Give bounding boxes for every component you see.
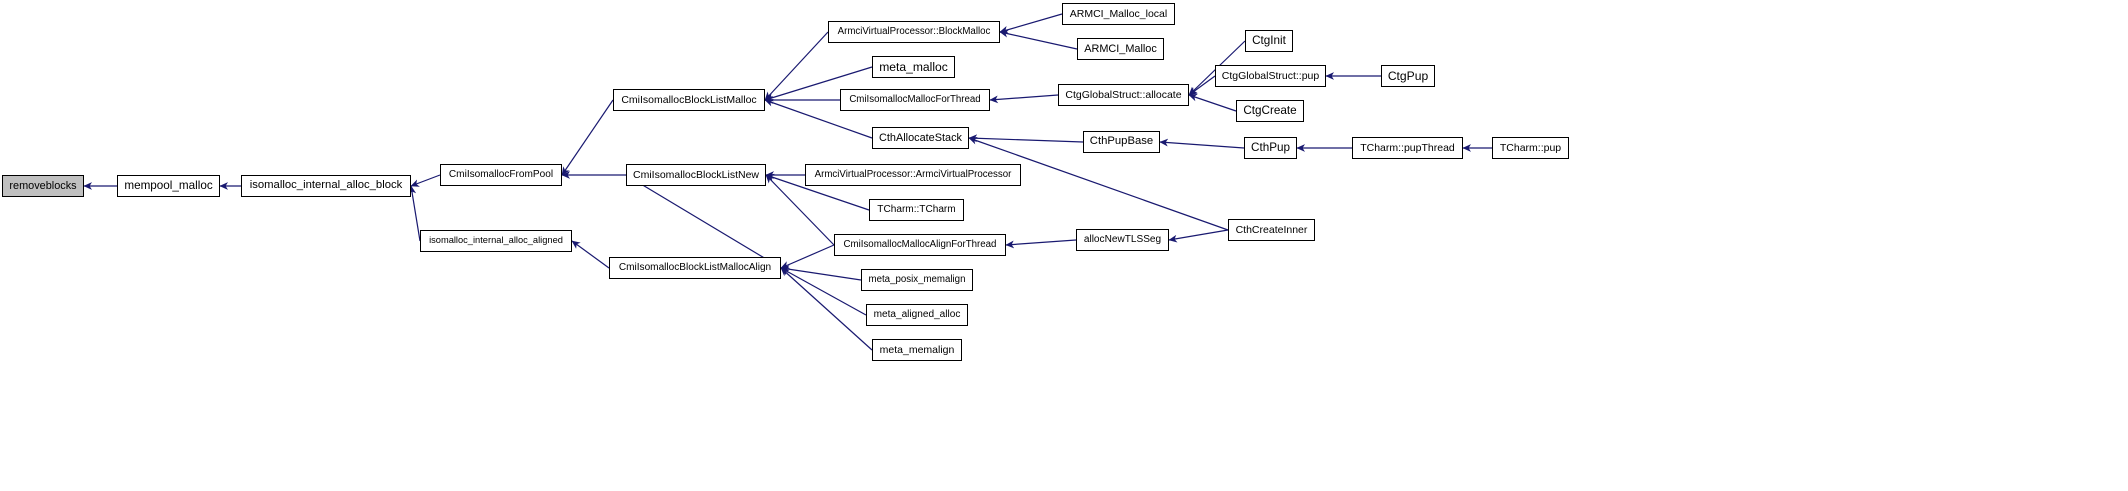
graph-edge	[764, 31, 829, 101]
graph-node[interactable]: CthAllocateStack	[872, 127, 969, 149]
graph-node[interactable]: isomalloc_internal_alloc_aligned	[420, 230, 572, 252]
graph-edge	[1005, 239, 1077, 249]
graph-edge	[968, 134, 1084, 143]
graph-node-label: allocNewTLSSeg	[1083, 233, 1162, 245]
graph-node-label: isomalloc_internal_alloc_block	[249, 179, 403, 192]
graph-node-label: meta_aligned_alloc	[873, 308, 961, 320]
graph-node-label: isomalloc_internal_alloc_aligned	[429, 235, 563, 246]
graph-node-label: CtgInit	[1252, 34, 1286, 48]
graph-node-label: ArmciVirtualProcessor::ArmciVirtualProce…	[814, 169, 1012, 181]
graph-node-label: CtgGlobalStruct::allocate	[1065, 88, 1182, 101]
graph-node-label: CthPupBase	[1089, 135, 1154, 148]
graph-node-label: meta_malloc	[879, 59, 948, 74]
graph-edge	[1168, 229, 1229, 243]
graph-node-label: TCharm::pupThread	[1360, 141, 1455, 154]
graph-node[interactable]: CtgPup	[1381, 65, 1435, 87]
graph-edge	[625, 174, 782, 269]
graph-node[interactable]: allocNewTLSSeg	[1076, 229, 1169, 251]
graph-node-label: CtgGlobalStruct::pup	[1221, 69, 1320, 82]
graph-node[interactable]: CthCreateInner	[1228, 219, 1315, 241]
graph-node[interactable]: CmiIsomallocMallocAlignForThread	[834, 234, 1006, 256]
graph-node-label: TCharm::TCharm	[877, 203, 956, 215]
graph-node[interactable]: CtgInit	[1245, 30, 1293, 52]
graph-node-label: CtgPup	[1387, 68, 1429, 83]
graph-node[interactable]: isomalloc_internal_alloc_block	[241, 175, 411, 197]
graph-node-label: CmiIsomallocMallocForThread	[849, 94, 981, 106]
graph-node[interactable]: ArmciVirtualProcessor::BlockMalloc	[828, 21, 1000, 43]
graph-node-label: CthPup	[1251, 141, 1290, 155]
graph-edge	[1188, 75, 1216, 96]
graph-edge	[989, 94, 1059, 104]
graph-node-label: CmiIsomallocBlockListMalloc	[621, 93, 757, 106]
graph-edge	[780, 267, 873, 351]
graph-node[interactable]: CmiIsomallocMallocForThread	[840, 89, 990, 111]
graph-node-label: CthCreateInner	[1235, 223, 1308, 236]
graph-node[interactable]: ArmciVirtualProcessor::ArmciVirtualProce…	[805, 164, 1021, 186]
graph-node-label: mempool_malloc	[124, 179, 213, 193]
graph-node[interactable]: CtgGlobalStruct::pup	[1215, 65, 1326, 87]
graph-node-label: CmiIsomallocBlockListNew	[632, 168, 760, 181]
graph-edge	[561, 99, 614, 176]
graph-node-label: ARMCI_Malloc	[1084, 42, 1157, 55]
graph-node[interactable]: meta_aligned_alloc	[866, 304, 968, 326]
graph-node-label: removeblocks	[9, 179, 77, 192]
graph-node[interactable]: CmiIsomallocFromPool	[440, 164, 562, 186]
graph-node[interactable]: meta_posix_memalign	[861, 269, 973, 291]
graph-node[interactable]: meta_memalign	[872, 339, 962, 361]
graph-edge	[999, 13, 1063, 34]
graph-node-label: meta_memalign	[879, 343, 955, 356]
graph-edge	[571, 240, 610, 269]
graph-edge	[410, 174, 441, 187]
graph-node-label: CtgCreate	[1243, 104, 1297, 118]
graph-node[interactable]: TCharm::pup	[1492, 137, 1569, 159]
graph-edge	[999, 29, 1078, 50]
graph-edge	[1188, 93, 1237, 112]
graph-node-label: ARMCI_Malloc_local	[1069, 7, 1168, 20]
graph-node[interactable]: TCharm::TCharm	[869, 199, 964, 221]
graph-node-label: meta_posix_memalign	[868, 274, 966, 286]
graph-edge	[780, 267, 867, 316]
graph-edge	[408, 185, 421, 242]
graph-node[interactable]: removeblocks	[2, 175, 84, 197]
graph-edge	[1159, 138, 1245, 149]
graph-node[interactable]: CtgGlobalStruct::allocate	[1058, 84, 1189, 106]
graph-node-label: CmiIsomallocFromPool	[448, 168, 554, 180]
graph-node-label: CthAllocateStack	[879, 131, 962, 144]
graph-node[interactable]: ARMCI_Malloc_local	[1062, 3, 1175, 25]
graph-node-label: CmiIsomallocBlockListMallocAlign	[618, 261, 772, 273]
graph-node-label: CmiIsomallocMallocAlignForThread	[843, 239, 997, 251]
graph-edge	[780, 244, 835, 269]
graph-node[interactable]: mempool_malloc	[117, 175, 220, 197]
graph-node[interactable]: TCharm::pupThread	[1352, 137, 1463, 159]
graph-node[interactable]: CtgCreate	[1236, 100, 1304, 122]
graph-node[interactable]: CmiIsomallocBlockListMalloc	[613, 89, 765, 111]
graph-node-label: ArmciVirtualProcessor::BlockMalloc	[837, 26, 991, 38]
graph-node[interactable]: CthPup	[1244, 137, 1297, 159]
graph-node[interactable]: meta_malloc	[872, 56, 955, 78]
graph-node[interactable]: ARMCI_Malloc	[1077, 38, 1164, 60]
graph-node-label: TCharm::pup	[1499, 141, 1562, 154]
graph-node[interactable]: CmiIsomallocBlockListNew	[626, 164, 766, 186]
graph-edge	[780, 265, 862, 281]
graph-node[interactable]: CmiIsomallocBlockListMallocAlign	[609, 257, 781, 279]
graph-node[interactable]: CthPupBase	[1083, 131, 1160, 153]
